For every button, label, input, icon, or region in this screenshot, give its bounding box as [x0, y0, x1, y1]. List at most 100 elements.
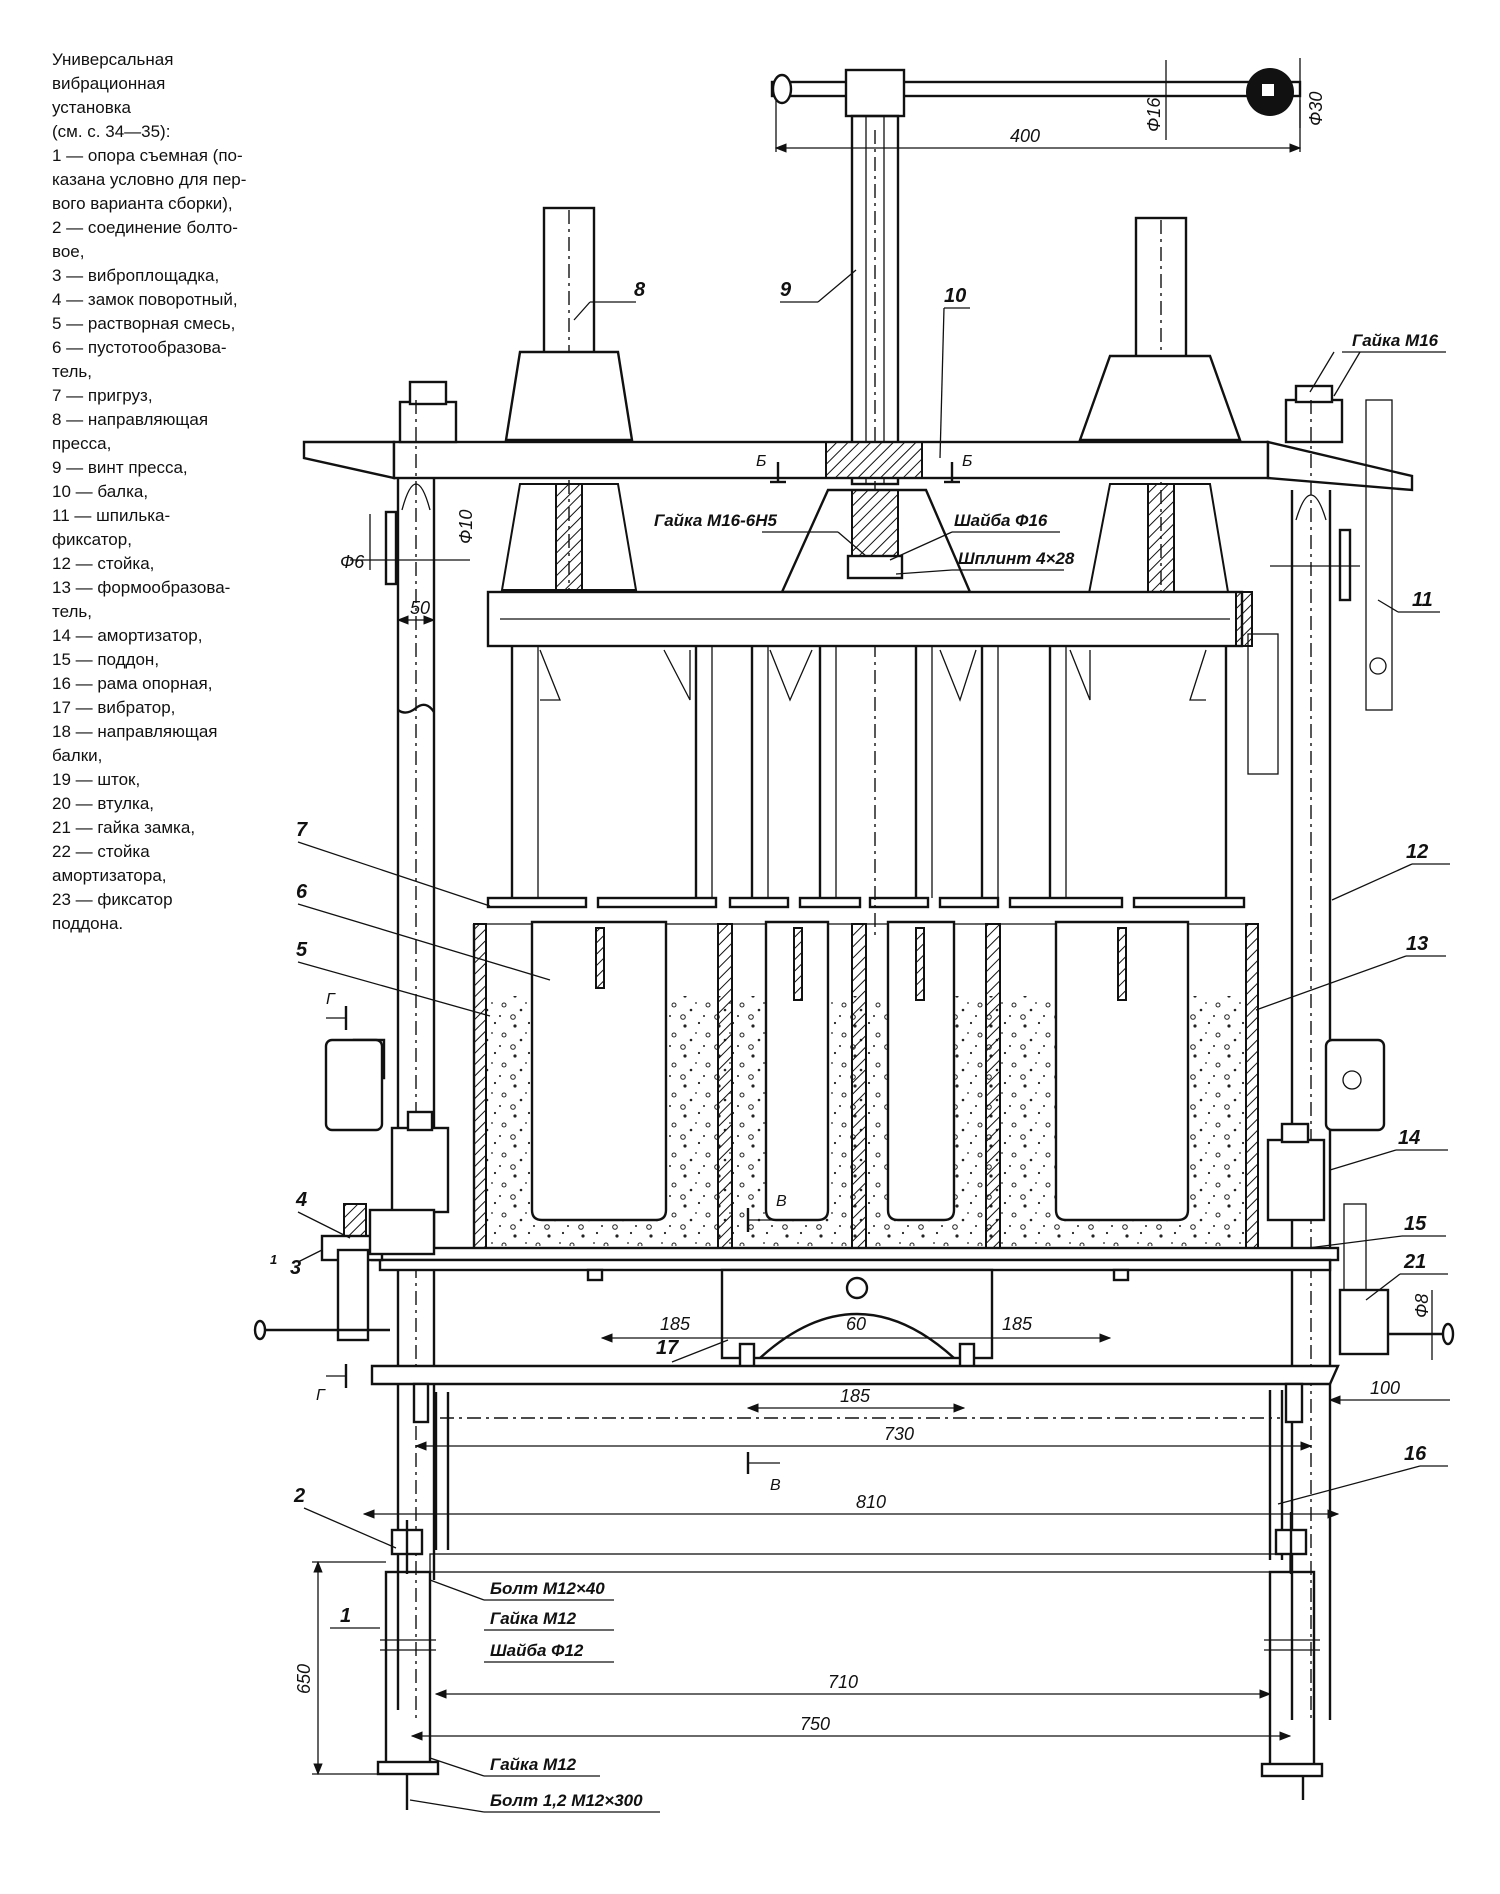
lock-right: [1266, 1038, 1455, 1356]
press-crosshead: [780, 488, 972, 594]
callout-14: 14: [1398, 1127, 1420, 1149]
support-right: [1260, 1512, 1324, 1800]
dimension-lines: [312, 58, 1450, 1776]
legend-item: 17 — вибратор,: [52, 698, 176, 717]
callout-1: 1: [340, 1605, 351, 1627]
legend-item: 5 — растворная смесь,: [52, 314, 236, 333]
support-left: [376, 1520, 440, 1810]
legend-title-line: (см. с. 34—35):: [52, 122, 171, 141]
legend-item: 16 — рама опорная,: [52, 674, 213, 693]
weight-plates: [486, 896, 1246, 909]
press-ribs: [510, 633, 1279, 898]
lock-left: [253, 1038, 450, 1342]
callout-numbers: 8 9 10 11 12 13 14 15 21 16 7 6 5 4 3 1 …: [270, 279, 1433, 1627]
note-gaika-m12-top: Гайка М12: [490, 1609, 577, 1628]
section-v-bottom: В: [770, 1477, 781, 1494]
dim-730: 730: [884, 1424, 914, 1444]
legend-item: вого варианта сборки),: [52, 194, 233, 213]
locking-pins: [350, 399, 1393, 711]
callout-17: 17: [656, 1337, 679, 1359]
legend-item: 21 — гайка замка,: [52, 818, 196, 837]
legend-title-line: вибрационная: [52, 74, 166, 93]
legend-item: 2 — соединение болто-: [52, 218, 238, 237]
legend-title-line: установка: [52, 98, 131, 117]
legend-title-line: Универсальная: [52, 50, 174, 69]
legend-item: 22 — стойка: [52, 842, 150, 861]
legend-item: 4 — замок поворотный,: [52, 290, 238, 309]
callout-12: 12: [1406, 841, 1428, 863]
callout-3: 3: [290, 1257, 301, 1279]
callout-5: 5: [296, 939, 308, 961]
column-right: [1290, 400, 1332, 1720]
legend-item: 12 — стойка,: [52, 554, 155, 573]
note-gaika-m12-bottom: Гайка М12: [490, 1755, 577, 1774]
callout-2: 2: [293, 1485, 305, 1507]
legend-item: тель,: [52, 602, 92, 621]
legend-item: 23 — фиксатор: [52, 890, 173, 909]
legend-item: 8 — направляющая: [52, 410, 209, 429]
legend-item: балки,: [52, 746, 103, 765]
legend-item: 1 — опора съемная (по-: [52, 146, 243, 165]
legend-item: казана условно для пер-: [52, 170, 247, 189]
dim-60: 60: [846, 1314, 866, 1334]
beam: [486, 590, 1253, 648]
legend-item: 14 — амортизатор,: [52, 626, 203, 645]
legend-item: 7 — пригруз,: [52, 386, 153, 405]
dimension-values: 400 Ф16 Ф30 Ф10 Ф6 50 185 60 185 185 730…: [294, 92, 1432, 1734]
note-shplint: Шплинт 4×28: [958, 549, 1075, 568]
dim-185-right: 185: [1002, 1314, 1033, 1334]
legend-item: 9 — винт пресса,: [52, 458, 188, 477]
dim-16: Ф16: [1144, 97, 1164, 132]
note-shaiba-16: Шайба Ф16: [954, 511, 1048, 530]
leader-lines: [297, 269, 1450, 1813]
dim-185-left: 185: [660, 1314, 691, 1334]
note-bolt-m12-40: Болт М12×40: [490, 1579, 605, 1598]
hollow-formers: [530, 920, 1190, 1222]
callout-16: 16: [1404, 1443, 1427, 1465]
legend-item: 19 — шток,: [52, 770, 141, 789]
legend: Универсальная вибрационная установка (см…: [52, 48, 280, 936]
dim-650: 650: [294, 1664, 314, 1694]
note-gaika-m16: Гайка М16: [1352, 331, 1439, 350]
legend-item: 11 — шпилька-: [52, 506, 171, 525]
callout-11: 11: [1412, 589, 1433, 611]
section-letters: Б Б В В Г Г: [316, 453, 972, 1494]
dim-750: 750: [800, 1714, 830, 1734]
section-b-right: Б: [962, 453, 972, 470]
legend-item: тель,: [52, 362, 92, 381]
dim-10: Ф10: [456, 510, 476, 544]
legend-item: 13 — формообразова-: [52, 578, 231, 597]
callout-4: 4: [295, 1189, 307, 1211]
note-gaika-m16-6h5: Гайка М16-6Н5: [654, 511, 778, 530]
dim-8: Ф8: [1412, 1294, 1432, 1318]
legend-item: 10 — балка,: [52, 482, 149, 501]
dim-6: Ф6: [340, 552, 365, 572]
support-frame: [370, 1364, 1340, 1573]
legend-item: 3 — виброплощадка,: [52, 266, 220, 285]
callout-7: 7: [296, 819, 308, 841]
note-shaiba-12: Шайба Ф12: [490, 1641, 584, 1660]
dim-810: 810: [856, 1492, 886, 1512]
callout-10: 10: [944, 285, 966, 307]
legend-item: 20 — втулка,: [52, 794, 155, 813]
dim-185-bottom: 185: [840, 1386, 871, 1406]
callout-15: 15: [1404, 1213, 1427, 1235]
dim-100: 100: [1370, 1378, 1400, 1398]
dim-50: 50: [410, 598, 430, 618]
press-guide-left: [500, 206, 638, 600]
legend-item: вое,: [52, 242, 85, 261]
legend-item: фиксатор,: [52, 530, 132, 549]
top-plate: [302, 380, 1414, 492]
legend-item: 18 — направляющая: [52, 722, 218, 741]
dim-30: Ф30: [1306, 92, 1326, 126]
legend-item: пресса,: [52, 434, 112, 453]
section-b-left: Б: [756, 453, 766, 470]
section-marks: [326, 462, 960, 1474]
section-g-top: Г: [326, 991, 336, 1008]
section-g-bottom: Г: [316, 1387, 326, 1404]
part-notes: Гайка М16 Гайка М16-6Н5 Шайба Ф16 Шплинт…: [490, 331, 1439, 1810]
legend-item: 6 — пустотообразова-: [52, 338, 227, 357]
callout-8: 8: [634, 279, 646, 301]
section-v-top: В: [776, 1193, 787, 1210]
